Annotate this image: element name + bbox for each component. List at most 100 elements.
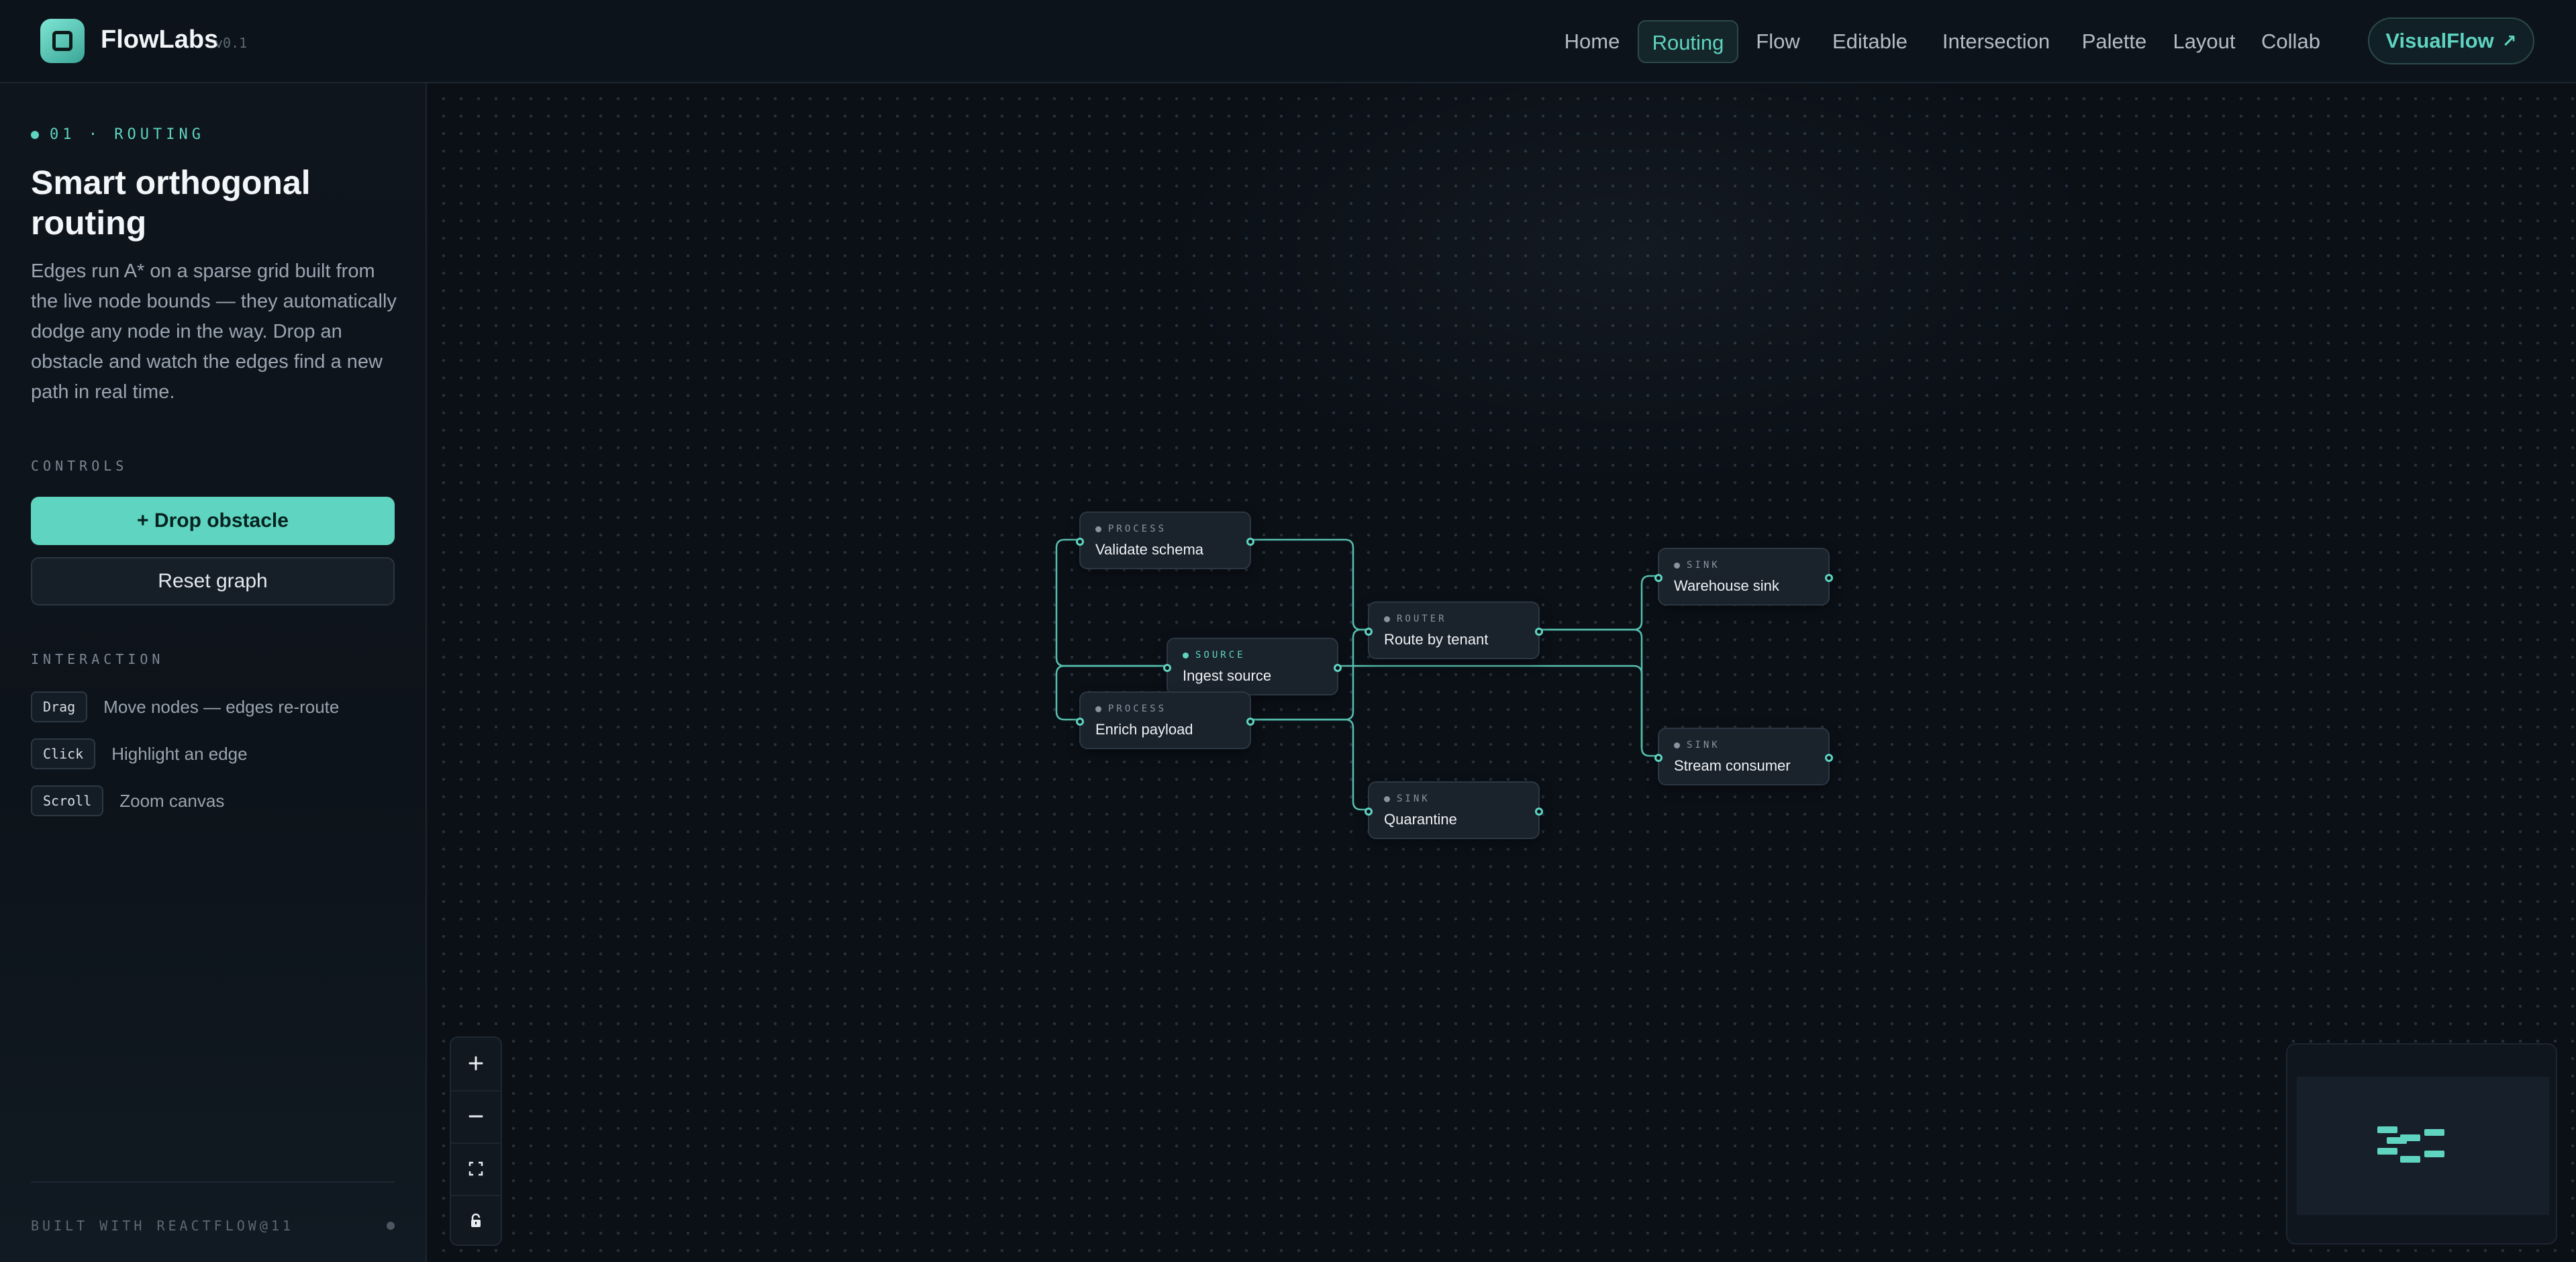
- page-description: Edges run A* on a sparse grid built from…: [31, 260, 397, 403]
- built-with-footer: BUILT WITH REACTFLOW@11: [31, 1218, 294, 1234]
- node-kind: SINK: [1687, 740, 1720, 750]
- nav-editable[interactable]: Editable: [1832, 30, 1908, 53]
- interaction-label: INTERACTION: [31, 651, 164, 667]
- node-kind-dot-icon: [1384, 616, 1390, 622]
- minimap-node: [2377, 1126, 2397, 1133]
- flow-canvas[interactable]: PROCESS Validate schema SOURCE Ingest so…: [428, 83, 2576, 1262]
- minimap-node: [2377, 1148, 2397, 1155]
- node-kind: PROCESS: [1108, 524, 1167, 534]
- node-stream-consumer[interactable]: SINK Stream consumer: [1654, 728, 1833, 785]
- node-validate-schema[interactable]: PROCESS Validate schema: [1076, 512, 1254, 569]
- interaction-item: Scroll Zoom canvas: [31, 785, 224, 816]
- node-route-by-tenant[interactable]: ROUTER Route by tenant: [1365, 601, 1543, 659]
- node-quarantine[interactable]: SINK Quarantine: [1365, 781, 1543, 839]
- node-ingest-source[interactable]: SOURCE Ingest source: [1163, 638, 1342, 695]
- visualflow-button[interactable]: VisualFlow ↗: [2368, 17, 2534, 64]
- nav-collab[interactable]: Collab: [2261, 30, 2320, 53]
- node-label: Warehouse sink: [1674, 577, 1779, 594]
- fit-view-button[interactable]: [451, 1143, 501, 1194]
- input-handle[interactable]: [1076, 538, 1084, 546]
- input-handle[interactable]: [1654, 754, 1663, 762]
- edge-router-warehouse[interactable]: [1538, 575, 1661, 631]
- nav-palette[interactable]: Palette: [2081, 30, 2147, 53]
- node-kind: PROCESS: [1108, 703, 1167, 714]
- minimap-viewport: [2297, 1077, 2549, 1215]
- nav-layout[interactable]: Layout: [2173, 30, 2236, 53]
- fit-view-icon: [468, 1161, 483, 1176]
- page-title: Smart orthogonal routing: [31, 164, 311, 242]
- section-eyebrow: 01 · ROUTING: [31, 126, 205, 143]
- canvas-glow: [1167, 83, 2106, 486]
- output-handle[interactable]: [1334, 664, 1342, 672]
- flowlabs-logo-icon[interactable]: [40, 19, 85, 63]
- edge-validate-router[interactable]: [1248, 538, 1371, 631]
- eyebrow-dot-icon: [31, 130, 39, 139]
- zoom-in-button[interactable]: [451, 1038, 501, 1089]
- zoom-out-button[interactable]: [451, 1090, 501, 1141]
- edge-ingest-stream[interactable]: [1337, 665, 1643, 748]
- nav-flow[interactable]: Flow: [1756, 30, 1800, 53]
- edge-enrich-quarantine[interactable]: [1248, 718, 1371, 811]
- node-kind-dot-icon: [1183, 652, 1189, 659]
- minimap-node: [2400, 1156, 2420, 1163]
- input-handle[interactable]: [1365, 628, 1373, 636]
- node-kind-dot-icon: [1384, 795, 1390, 802]
- node-kind-dot-icon: [1674, 742, 1680, 748]
- node-enrich-payload[interactable]: PROCESS Enrich payload: [1076, 691, 1254, 749]
- status-dot-icon: [387, 1222, 395, 1230]
- kbd-scroll: Scroll: [31, 785, 104, 816]
- nav-routing[interactable]: Routing: [1638, 20, 1738, 63]
- output-handle[interactable]: [1535, 808, 1543, 816]
- canvas-controls: [450, 1036, 502, 1246]
- output-handle[interactable]: [1246, 538, 1254, 546]
- nav-intersection[interactable]: Intersection: [1942, 30, 2050, 53]
- node-label: Ingest source: [1183, 667, 1272, 684]
- node-label: Validate schema: [1095, 541, 1204, 558]
- input-handle[interactable]: [1076, 718, 1084, 726]
- input-handle[interactable]: [1365, 808, 1373, 816]
- minimap-node: [2400, 1134, 2420, 1141]
- zoom-out-icon: [468, 1115, 483, 1118]
- output-handle[interactable]: [1825, 754, 1833, 762]
- node-warehouse-sink[interactable]: SINK Warehouse sink: [1654, 548, 1833, 605]
- minimap-node: [2424, 1129, 2444, 1136]
- controls-label: CONTROLS: [31, 458, 128, 474]
- nav-home[interactable]: Home: [1564, 30, 1620, 53]
- interaction-text: Highlight an edge: [111, 743, 248, 764]
- eyebrow-text: 01 · ROUTING: [50, 126, 205, 143]
- visualflow-button-label: VisualFlow: [2385, 29, 2494, 52]
- node-label: Stream consumer: [1674, 757, 1791, 774]
- interaction-item: Click Highlight an edge: [31, 738, 248, 769]
- sidebar-divider: [31, 1181, 395, 1183]
- output-handle[interactable]: [1825, 574, 1833, 582]
- edges-layer: [1055, 538, 1661, 811]
- interaction-item: Drag Move nodes — edges re-route: [31, 691, 339, 722]
- edge-ingest-enrich[interactable]: [1055, 665, 1167, 721]
- interaction-text: Zoom canvas: [119, 790, 225, 811]
- node-label: Enrich payload: [1095, 721, 1193, 738]
- input-handle[interactable]: [1654, 574, 1663, 582]
- lock-icon: [471, 1213, 481, 1227]
- node-kind: SOURCE: [1195, 650, 1246, 661]
- interaction-text: Move nodes — edges re-route: [103, 696, 340, 717]
- arrow-up-right-icon: ↗: [2501, 30, 2517, 51]
- input-handle[interactable]: [1163, 664, 1171, 672]
- node-kind: ROUTER: [1397, 614, 1447, 624]
- node-kind: SINK: [1397, 793, 1430, 804]
- sidebar: 01 · ROUTING Smart orthogonal routing Ed…: [0, 83, 427, 1262]
- reset-graph-button[interactable]: Reset graph: [31, 557, 395, 605]
- node-kind-dot-icon: [1674, 562, 1680, 569]
- output-handle[interactable]: [1535, 628, 1543, 636]
- node-label: Route by tenant: [1384, 631, 1489, 648]
- minimap[interactable]: [2286, 1043, 2557, 1245]
- kbd-drag: Drag: [31, 691, 88, 722]
- zoom-in-icon: [468, 1056, 483, 1071]
- minimap-node: [2387, 1137, 2407, 1144]
- output-handle[interactable]: [1246, 718, 1254, 726]
- drop-obstacle-button[interactable]: + Drop obstacle: [31, 497, 395, 545]
- brand-name[interactable]: FlowLabs: [101, 26, 219, 54]
- lock-button[interactable]: [451, 1195, 501, 1246]
- minimap-node: [2424, 1151, 2444, 1157]
- node-kind: SINK: [1687, 560, 1720, 571]
- top-navigation-bar: FlowLabs v0.1 Home Routing Flow Editable…: [0, 0, 2576, 83]
